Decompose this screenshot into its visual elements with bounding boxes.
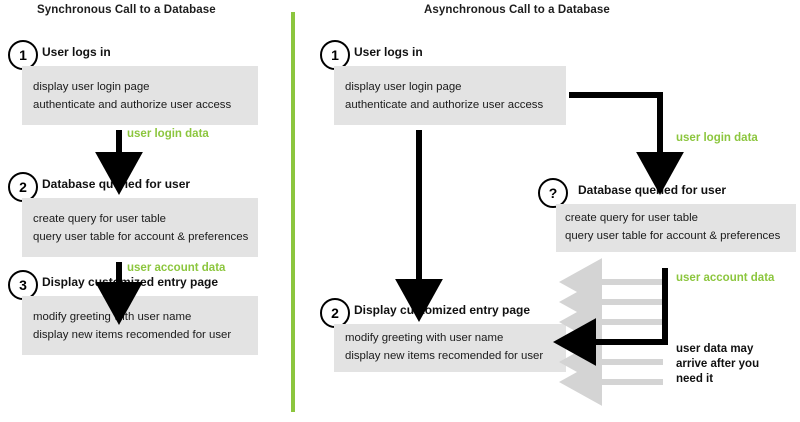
note-line-0: user data may bbox=[676, 343, 754, 355]
step-detail-sync-2-1: query user table for account & preferenc… bbox=[33, 231, 249, 243]
step-heading-async-1: User logs in bbox=[354, 45, 423, 59]
step-badge-async-2: 2 bbox=[320, 298, 350, 328]
arrow-async-call-to-database bbox=[569, 92, 684, 195]
panel-title-synchronous: Synchronous Call to a Database bbox=[37, 4, 216, 16]
arrow-async-data-returns bbox=[553, 268, 668, 366]
step-detail-async-db-1: query user table for account & preferenc… bbox=[565, 230, 781, 242]
step-detail-async-2-1: display new items recomended for user bbox=[345, 350, 544, 362]
step-heading-sync-1: User logs in bbox=[42, 45, 111, 59]
step-detail-sync-2-0: create query for user table bbox=[33, 213, 166, 225]
step-badge-async-1: 1 bbox=[320, 40, 350, 70]
flow-label-sync-user-login-data: user login data bbox=[127, 128, 209, 140]
step-detail-async-1-0: display user login page bbox=[345, 81, 462, 93]
step-detail-sync-3-1: display new items recomended for user bbox=[33, 329, 232, 341]
step-badge-async-db: ? bbox=[538, 178, 568, 208]
note-line-2: need it bbox=[676, 373, 714, 385]
flow-label-sync-user-account-data: user account data bbox=[127, 262, 226, 274]
step-detail-box-sync-2 bbox=[22, 198, 258, 257]
step-detail-box-async-2 bbox=[334, 324, 566, 372]
step-detail-box-sync-1 bbox=[22, 66, 258, 125]
step-badge-sync-1: 1 bbox=[8, 40, 38, 70]
flow-label-async-user-account-data: user account data bbox=[676, 272, 775, 284]
flow-label-async-user-login-data: user login data bbox=[676, 132, 758, 144]
panel-title-asynchronous: Asynchronous Call to a Database bbox=[424, 4, 610, 16]
step-detail-sync-1-0: display user login page bbox=[33, 81, 150, 93]
step-detail-async-1-1: authenticate and authorize user access bbox=[345, 99, 544, 111]
step-badge-sync-3: 3 bbox=[8, 270, 38, 300]
step-detail-async-2-0: modify greeting with user name bbox=[345, 332, 504, 344]
note-line-1: arrive after you bbox=[676, 358, 760, 370]
step-detail-box-async-db bbox=[556, 204, 796, 252]
step-detail-sync-1-1: authenticate and authorize user access bbox=[33, 99, 232, 111]
step-detail-async-db-0: create query for user table bbox=[565, 212, 698, 224]
step-detail-box-async-1 bbox=[334, 66, 566, 125]
vertical-green-divider bbox=[291, 12, 295, 412]
